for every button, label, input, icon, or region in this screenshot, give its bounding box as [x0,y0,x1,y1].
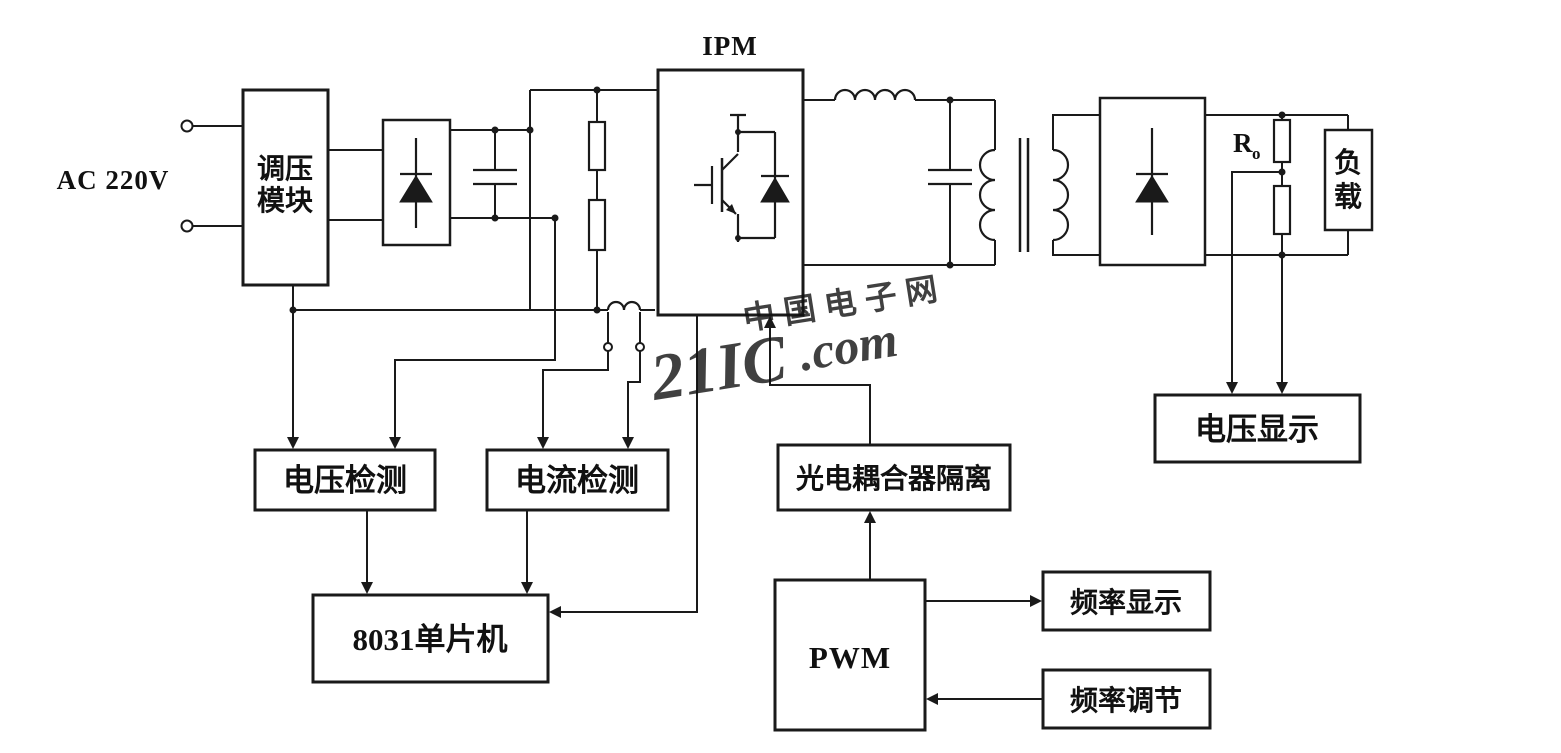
regulator-label-line1: 调压 [257,153,313,185]
capacitor2-symbol [928,168,972,186]
current-detect-label: 电流检测 [515,463,639,498]
opto-isolator-label: 光电耦合器隔离 [795,462,992,495]
ro-subscript: o [1252,144,1261,163]
signal-arrows [287,316,1288,705]
rectifier1-block [381,118,452,247]
ct-terminal [635,342,645,352]
arrow-into-current-detect-left [537,437,549,449]
arrow-into-voltage-detect-left [287,437,299,449]
mcu-box [311,593,550,684]
load-box [1323,128,1374,232]
voltage-detect-block: 电压检测 [253,448,437,512]
current-detect-box [485,448,670,512]
freq-display-label: 频率显示 [1070,586,1182,619]
load-label-line2: 载 [1334,181,1362,213]
freewheel-diode-symbol [760,132,790,238]
resistor [587,198,607,252]
terminal-circle [180,119,194,133]
resistor [587,120,607,172]
ipm-block: IPM [656,31,805,317]
voltage-detect-label: 电压检测 [283,463,407,498]
ct-coil [606,300,642,311]
arrow-into-mcu-right [549,606,561,618]
voltage-detect-box [253,448,437,512]
igbt-emitter-arrow [726,204,736,214]
current-detect-block: 电流检测 [485,448,670,512]
ro-label: R [1233,128,1253,158]
opto-isolator-block: 光电耦合器隔离 [776,443,1012,512]
mcu-block: 8031单片机 [311,593,550,684]
arrow-voltage-detect-to-mcu [361,582,373,594]
ac-input-terminals [180,119,194,233]
transformer-symbol [978,138,1070,252]
pwm-box [773,578,927,732]
rectifier2-block [1098,96,1207,267]
ct-terminal [603,342,613,352]
freq-adjust-label: 频率调节 [1070,684,1182,717]
inductor-coil [833,88,917,101]
arrow-into-voltage-display-right [1276,382,1288,394]
power-path-wires [192,89,1349,311]
ac-input-label: AC 220V [57,165,170,195]
transformer-core [1018,138,1030,252]
arrow-pwm-to-opto [864,511,876,523]
pwm-block: PWM [773,578,927,732]
arrow-current-detect-to-mcu [521,582,533,594]
watermark-main-text: 21IC [645,321,792,415]
arrow-into-current-detect-right [622,437,634,449]
resistor [1272,184,1292,236]
terminal-circle [180,219,194,233]
regulator-box [241,88,330,287]
capacitor1-symbol [473,168,517,186]
load-block: 负 载 [1323,128,1374,232]
voltage-display-label: 电压显示 [1195,412,1319,447]
freq-display-box [1041,570,1212,632]
voltage-display-box [1153,393,1362,464]
voltage-divider-resistors [587,90,607,310]
transformer-primary-coil [978,148,996,242]
voltage-display-block: 电压显示 [1153,393,1362,464]
arrow-freq-adjust-to-pwm [926,693,938,705]
mcu-label: 8031单片机 [353,622,508,657]
ipm-label: IPM [702,31,757,61]
diode-symbol [1135,128,1169,235]
diode-triangle [399,175,433,203]
arrow-into-voltage-display-left [1226,382,1238,394]
output-divider-resistors [1272,118,1292,236]
regulator-label-line2: 模块 [257,185,313,217]
arrow-pwm-to-freq-display [1030,595,1042,607]
diode-triangle [1135,175,1169,203]
arrow-opto-to-ipm [764,316,776,328]
load-label-line1: 负 [1334,147,1362,179]
junction-dots [289,86,1286,314]
opto-isolator-box [776,443,1012,512]
freq-adjust-block: 频率调节 [1041,668,1212,730]
current-transformer [603,300,645,352]
ro-label-group: R o [1233,128,1261,163]
arrow-into-voltage-detect-right [389,437,401,449]
pwm-label: PWM [809,640,891,675]
circuit-wires [192,89,1349,700]
diode-triangle [760,177,790,203]
transformer-secondary-coil [1052,148,1070,242]
freq-display-block: 频率显示 [1041,570,1212,632]
freq-adjust-box [1041,668,1212,730]
diode-symbol [399,138,433,228]
resistor-ro [1272,118,1292,164]
signal-path-wires [292,171,1283,700]
regulator-block: 调压 模块 [241,88,330,287]
